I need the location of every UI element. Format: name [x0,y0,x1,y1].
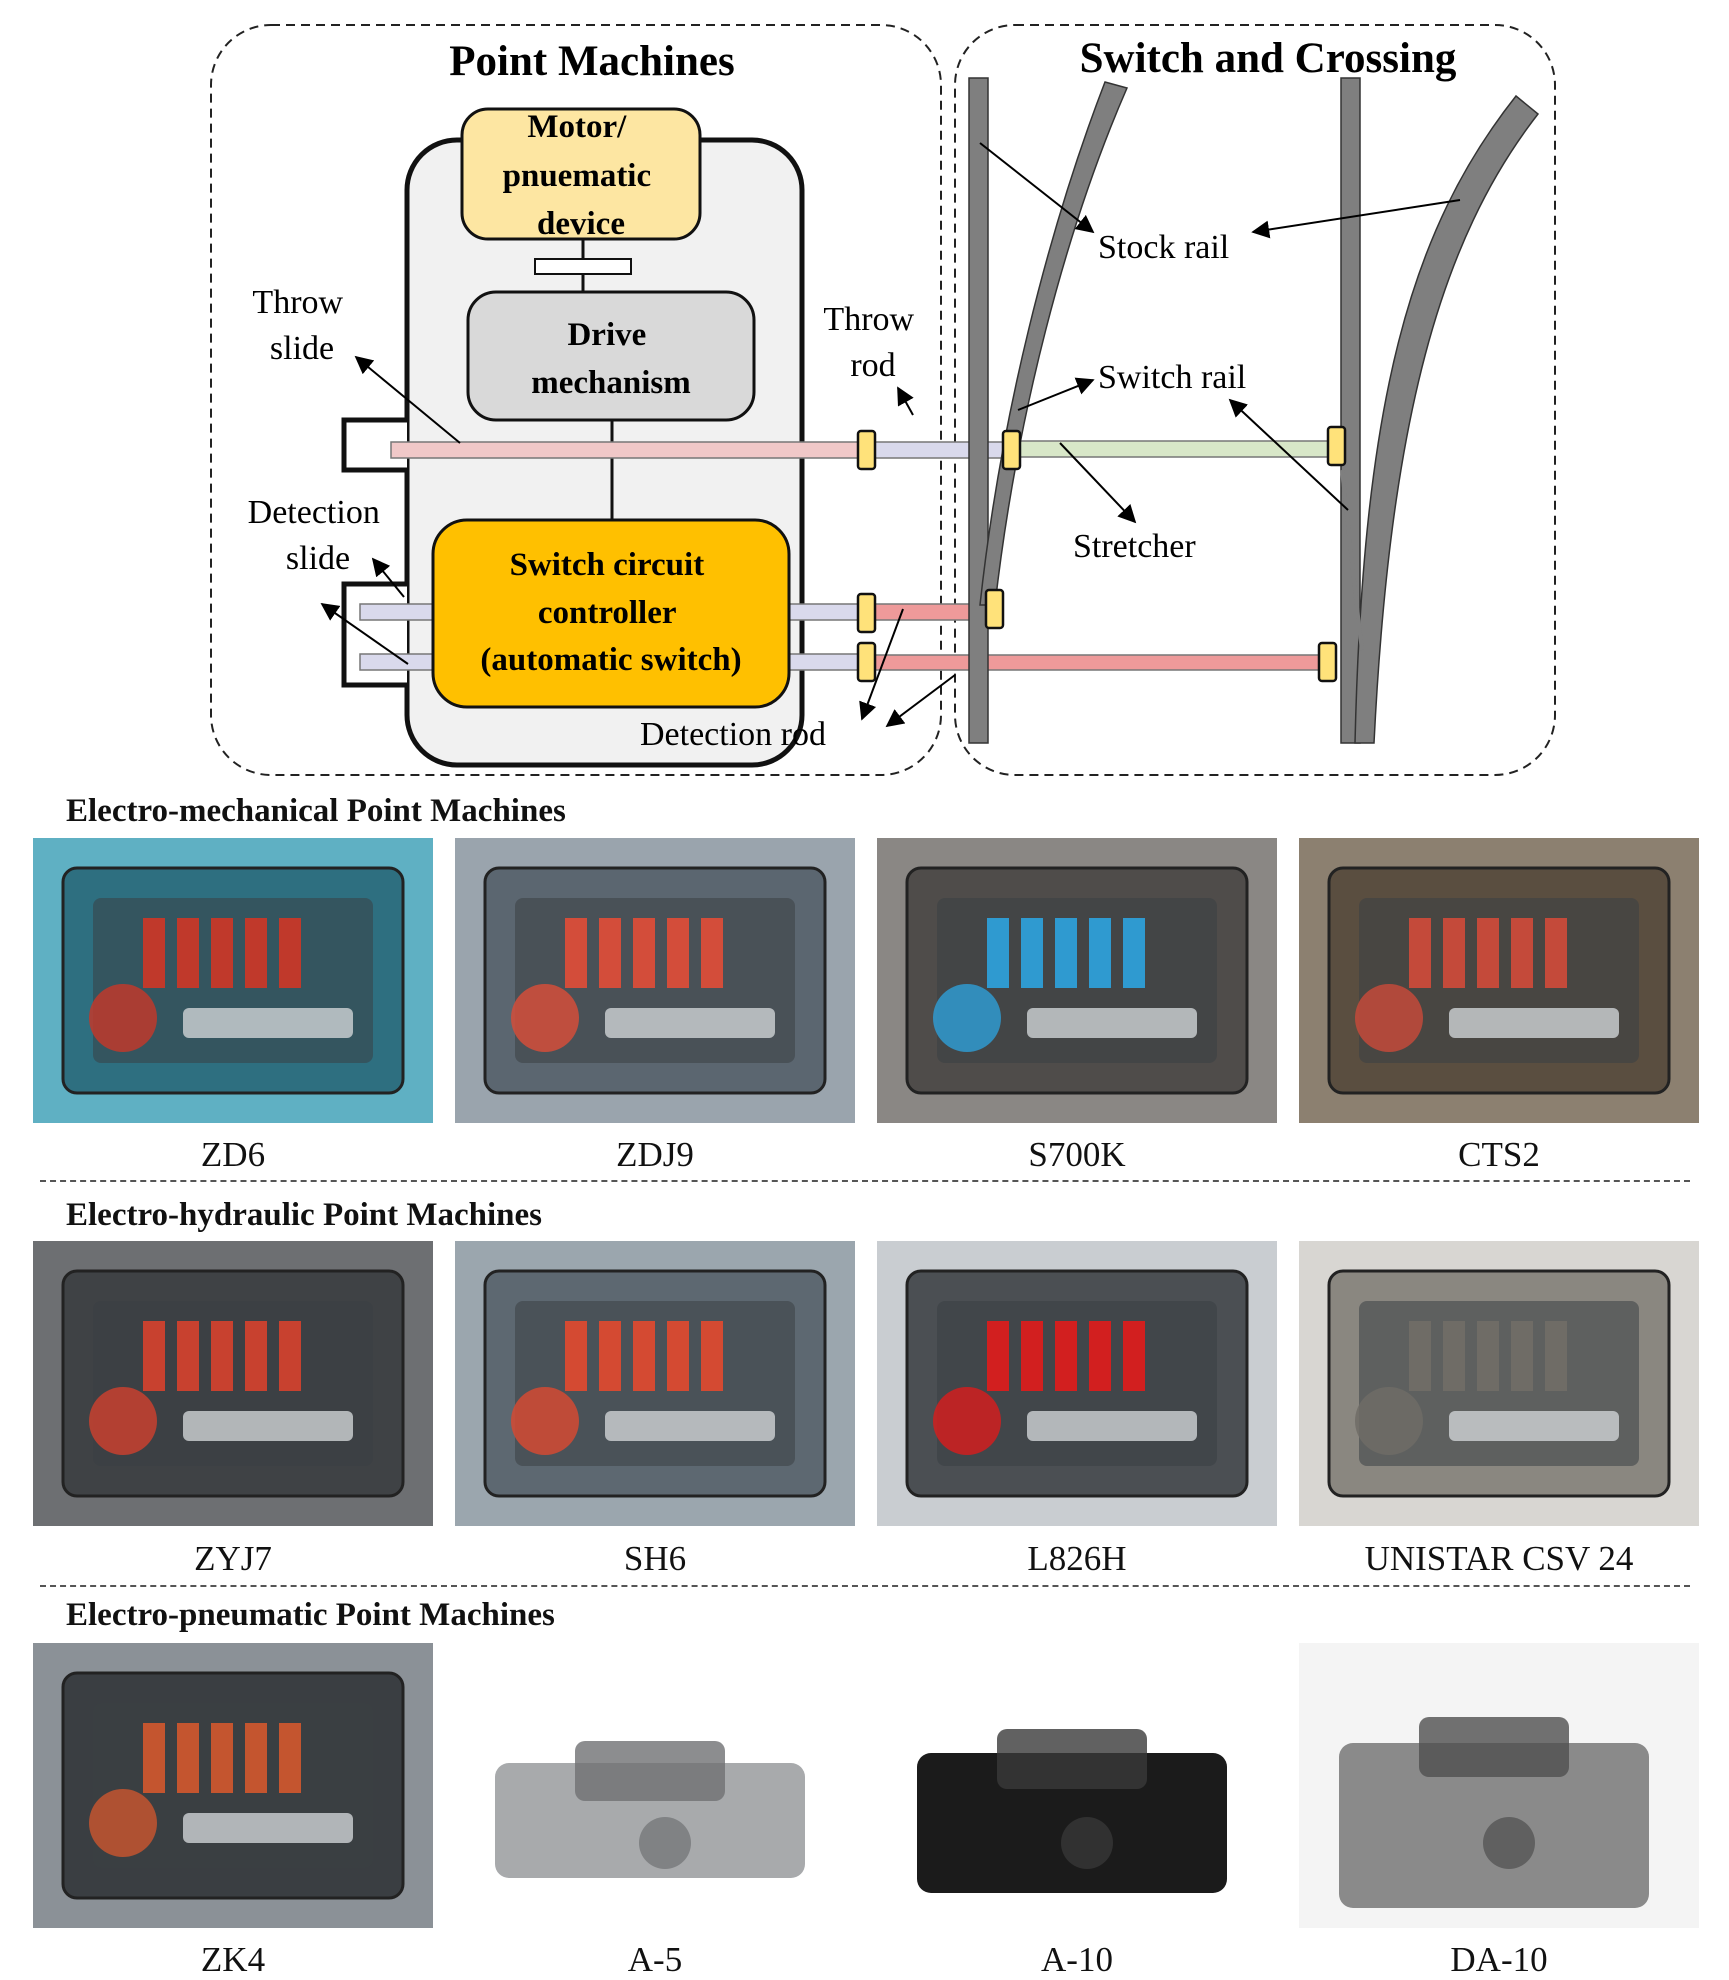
a5-machine-photo [455,1643,855,1928]
machine-illustration [33,1241,433,1526]
unistar-csv-24-machine-photo [1299,1241,1699,1526]
motor-label-line2: pnuematic [503,158,652,194]
machine-illustration [33,1643,433,1928]
detection-rod-lower [867,654,1327,671]
section-title: Electro-pneumatic Point Machines [66,1597,555,1633]
machine-caption: ZYJ7 [194,1539,272,1578]
machine-caption: ZDJ9 [616,1135,694,1174]
machine-illustration [877,1241,1277,1526]
drive-label-line1: Drive [567,317,646,353]
point-machines-title: Point Machines [449,38,734,85]
machine-caption: L826H [1027,1539,1127,1578]
throw-slide [390,441,865,459]
s700k-machine-photo [877,838,1277,1123]
svg-text:Detection slide: Detection slide [248,494,389,577]
machine-illustration [455,1643,855,1928]
motor-box [460,107,702,241]
stock-rail-right [1340,77,1361,744]
svg-text:Switch circuit controller: Switch circuit controller (automatic swi… [480,547,741,678]
throw-rod-clamp [856,429,877,471]
stock-rail-label: Stock rail [1098,229,1229,266]
controller-label-line2: controller [538,595,676,631]
machine-caption: DA-10 [1450,1940,1548,1979]
throw-slide-label-line2: slide [270,330,334,367]
machine-caption: S700K [1028,1135,1126,1174]
detection-rail-clamp-upper [984,588,1005,630]
switch-rail-clamp-left [1001,429,1022,471]
machine-illustration [455,838,855,1123]
curved-switch-blade-right [1340,469,1364,651]
switch-rail-label: Switch rail [1098,359,1246,396]
detection-slide-label-line1: Detection [248,494,380,531]
cts2-machine-photo [1299,838,1699,1123]
coupling-plate [534,258,632,275]
svg-text:Motor/ pnuematic devic: Motor/ pnuematic device [503,109,660,242]
machine-illustration [33,838,433,1123]
machine-caption: ZD6 [200,1135,266,1174]
l826h-machine-photo [877,1241,1277,1526]
machine-caption: SH6 [623,1539,687,1578]
machine-illustration [1299,1643,1699,1928]
svg-text:Throw rod: Throw rod [823,301,922,384]
machine-caption: A-5 [627,1940,683,1979]
zk4-machine-photo [33,1643,433,1928]
sh6-machine-photo [455,1241,855,1526]
section-divider [40,1585,1690,1587]
drive-label-line2: mechanism [531,365,691,401]
stock-rail-left [968,77,989,744]
switch-crossing-frame [954,24,1556,776]
svg-text:Drive mechanism: Drive mechanism [531,317,691,401]
svg-text:Throw slide: Throw slide [252,284,351,367]
zd6-machine-photo [33,838,433,1123]
machine-illustration [1299,838,1699,1123]
motor-label-line3: device [537,206,625,242]
detection-clamp-lower [856,641,877,683]
detection-clamp-upper [856,592,877,634]
detection-slide-label-line2: slide [286,540,350,577]
throw-rod-label-line1: Throw [823,301,914,338]
zdj9-machine-photo [455,838,855,1123]
a10-machine-photo [877,1643,1277,1928]
motor-label-line1: Motor/ [527,109,627,145]
detection-rail-clamp-lower [1317,641,1338,683]
zyj7-machine-photo [33,1241,433,1526]
switch-rail-right [1354,94,1540,744]
section-title: Electro-hydraulic Point Machines [66,1197,543,1233]
switch-rail-clamp-right [1326,425,1347,467]
machine-illustration [877,838,1277,1123]
machine-illustration [877,1643,1277,1928]
machine-caption: UNISTAR CSV 24 [1364,1539,1634,1578]
section-title: Electro-mechanical Point Machines [66,793,566,829]
detection-rod-label: Detection rod [640,716,826,753]
switch-crossing-title: Switch and Crossing [1080,35,1457,82]
switch-circuit-controller-box [431,518,791,709]
machine-illustration [455,1241,855,1526]
machine-caption: CTS2 [1458,1135,1540,1174]
stretcher-label: Stretcher [1073,528,1196,565]
controller-label-line1: Switch circuit [510,547,705,583]
point-machine-diagram: Point Machines Switch and Crossing Motor… [210,24,1556,776]
section-divider [40,1180,1690,1182]
throw-slide-label-line1: Throw [252,284,343,321]
drive-mechanism-box [466,290,756,422]
da10-machine-photo [1299,1643,1699,1928]
controller-label-line3: (automatic switch) [480,642,741,678]
machine-caption: A-10 [1041,1940,1113,1979]
throw-rod-label-line2: rod [850,347,895,384]
machine-caption: ZK4 [200,1940,266,1979]
machine-illustration [1299,1241,1699,1526]
point-machines-frame [210,24,942,776]
